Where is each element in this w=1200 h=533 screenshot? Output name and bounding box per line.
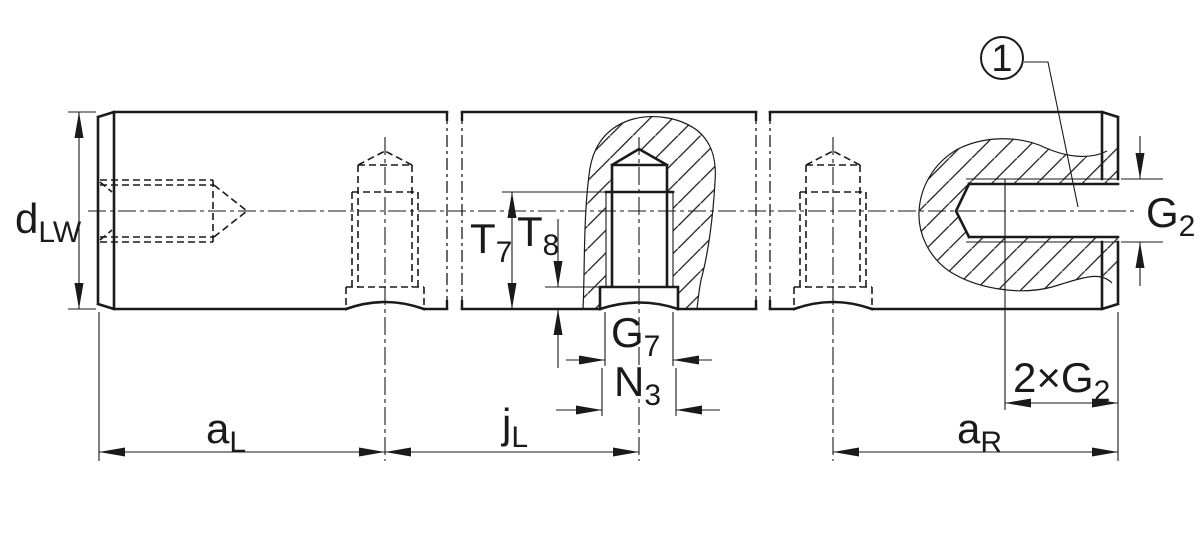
callout-1-number: 1 bbox=[991, 38, 1012, 80]
label-al: aL bbox=[206, 405, 246, 459]
break-line-corner-ticks bbox=[445, 112, 772, 309]
callout-1-balloon bbox=[980, 36, 1024, 80]
spotface-arc-seg2 bbox=[598, 301, 680, 311]
label-t8: T8 bbox=[517, 208, 559, 262]
hidden-radial-hole-seg1 bbox=[345, 150, 425, 309]
hidden-axial-hole-left-end bbox=[99, 179, 248, 243]
freehand-break-line bbox=[582, 116, 716, 310]
label-g2: G2 bbox=[1146, 189, 1195, 243]
break-continuation-lines bbox=[446, 112, 771, 309]
tapped-hole-outline-middle bbox=[598, 147, 680, 311]
label-g7: G7 bbox=[611, 309, 660, 363]
shaft-segment-right bbox=[768, 110, 1120, 311]
callout-leader-line bbox=[1024, 61, 1079, 208]
spotface-arc-seg1 bbox=[344, 300, 426, 311]
tapped-bore-interior-right bbox=[956, 184, 1118, 237]
label-dlw: dLW bbox=[15, 195, 82, 249]
label-t7: T7 bbox=[470, 215, 512, 269]
thread-major-right bbox=[966, 178, 1118, 243]
hidden-radial-hole-seg3 bbox=[793, 150, 873, 309]
label-ar: aR bbox=[957, 405, 1002, 459]
hidden-lines bbox=[99, 150, 873, 309]
tapped-bore-outline-right bbox=[954, 182, 1120, 239]
label-2xg2: 2×G2 bbox=[1013, 354, 1110, 408]
shaft-segment-middle bbox=[460, 110, 758, 311]
label-jl: jL bbox=[500, 400, 528, 454]
freehand-break-line bbox=[918, 138, 1113, 292]
label-n3: N3 bbox=[614, 358, 661, 412]
shaft-outline bbox=[96, 110, 1120, 311]
shaft-segment-left bbox=[96, 110, 449, 311]
spotface-arc-seg3 bbox=[792, 300, 874, 311]
dimension-arrows bbox=[74, 112, 1145, 457]
thread-major-middle bbox=[605, 192, 674, 287]
